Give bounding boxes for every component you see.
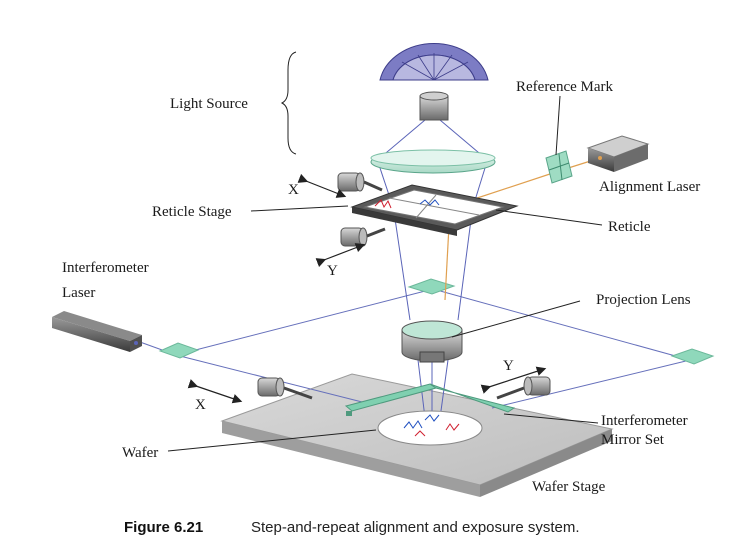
labels: Light Source Reference Mark Alignment La…: [62, 79, 700, 495]
label-projection-lens: Projection Lens: [596, 292, 691, 308]
light-source: [379, 43, 489, 121]
label-interferometer-mirror-1: Interferometer: [601, 413, 688, 429]
condenser-lens: [370, 149, 496, 174]
motion-arrows: [187, 173, 547, 404]
interferometer-beams: [139, 288, 691, 409]
interferometer-mirror-set: [344, 383, 516, 416]
label-light-source: Light Source: [170, 96, 248, 112]
wafer: [377, 410, 483, 446]
reticle-stage: [350, 184, 519, 236]
label-reticle-stage: Reticle Stage: [152, 204, 232, 220]
caption-figure-number: Figure 6.21: [124, 519, 203, 536]
interferometer-mirrors: [158, 278, 715, 365]
label-x-wafer: X: [195, 397, 206, 413]
figure-caption: Figure 6.21 Step-and-repeat alignment an…: [124, 519, 580, 536]
label-x-reticle: X: [288, 182, 299, 198]
label-reticle: Reticle: [608, 219, 651, 235]
interferometer-laser: [52, 311, 142, 352]
label-interferometer-mirror-2: Mirror Set: [601, 432, 665, 448]
leader-lines: [167, 51, 603, 452]
label-wafer-stage: Wafer Stage: [532, 479, 606, 495]
reticle-pattern: [374, 199, 440, 209]
label-y-wafer: Y: [503, 358, 514, 374]
label-alignment-laser: Alignment Laser: [599, 179, 700, 195]
label-interferometer-laser-1: Interferometer: [62, 260, 149, 276]
projection-lens: [401, 320, 463, 363]
label-interferometer-laser-2: Laser: [62, 285, 95, 301]
label-reference-mark: Reference Mark: [516, 79, 614, 95]
alignment-laser: [586, 135, 650, 172]
label-wafer: Wafer: [122, 445, 158, 461]
alignment-beam: [444, 157, 601, 301]
reference-mark: [545, 150, 573, 184]
caption-text: Step-and-repeat alignment and exposure s…: [251, 519, 580, 536]
label-y-reticle: Y: [327, 263, 338, 279]
